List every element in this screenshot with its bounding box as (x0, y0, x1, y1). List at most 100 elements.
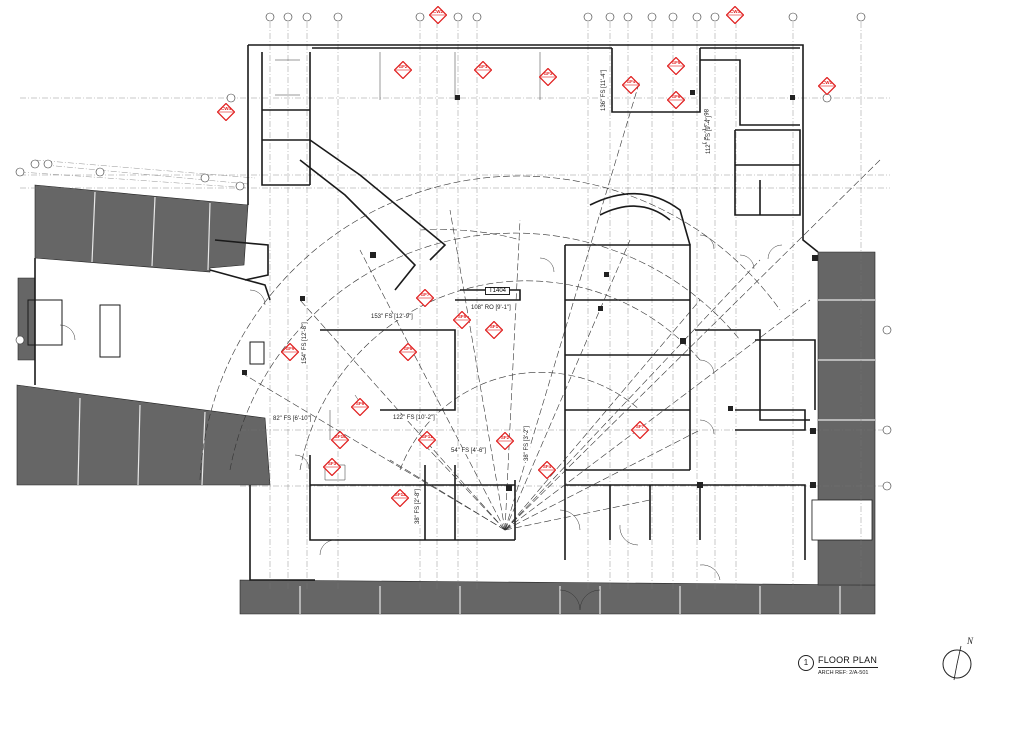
camera-tag-icon (280, 342, 300, 362)
camera-tag-icon (495, 431, 515, 451)
grid-bubble (623, 12, 633, 22)
camera-tag: GF3 (538, 67, 558, 87)
camera-tag-icon (322, 457, 342, 477)
dimension-label-10: 112" FS [9'-4"] (706, 115, 712, 155)
camera-tag-label: GF3 (543, 71, 553, 76)
adjacent-space-lower-left (16, 384, 271, 486)
dimension-label-7: 38" FS [3'-2"] (524, 424, 530, 462)
camera-tag-icon (415, 288, 435, 308)
camera-tag-icon (666, 90, 686, 110)
camera-tag: SF4 (537, 460, 557, 480)
grid-bubble (333, 12, 343, 22)
grid-bubble (710, 12, 720, 22)
detail-lines (59, 52, 783, 611)
camera-tag-label: CW1 (822, 80, 832, 85)
camera-tag-label: CW4 (221, 106, 231, 111)
title-underline (818, 667, 878, 668)
grid-bubble (235, 181, 245, 191)
adjacent-space-upper-left (34, 184, 249, 273)
grid-bubble (15, 167, 25, 177)
camera-tag: GF7 (415, 288, 435, 308)
camera-tag: SF2 (495, 431, 515, 451)
camera-tag-label: GF10 (334, 434, 346, 439)
arch-reference: ARCH REF: 2/A-501 (818, 670, 869, 676)
grid-bubble (283, 12, 293, 22)
grid-bubble (882, 481, 892, 491)
drawing-number-bubble: 1 (798, 655, 814, 671)
camera-tag: CW3 (725, 5, 745, 25)
camera-tag: SF7 (630, 420, 650, 440)
drawing-title: FLOOR PLAN (818, 655, 878, 665)
camera-tag: CW2 (428, 5, 448, 25)
camera-tag-label: GF8 (403, 346, 413, 351)
camera-tag-icon (473, 60, 493, 80)
adjacent-space-bottom (239, 579, 876, 615)
camera-tag-icon (330, 430, 350, 450)
grid-bubble (226, 93, 236, 103)
camera-tag: CW4 (216, 102, 236, 122)
camera-tag-label: GF12 (394, 492, 406, 497)
camera-tag-icon (428, 5, 448, 25)
camera-tag-icon (350, 397, 370, 417)
grid-line-diag (34, 159, 256, 179)
camera-tag-label: GF5 (671, 60, 681, 65)
grid-bubble (692, 12, 702, 22)
camera-tag-label: SF1 (489, 324, 499, 329)
grid-bubble (265, 12, 275, 22)
dimension-label-11: 38" FS [2'-8"] (415, 487, 421, 525)
camera-tag-label: GF7 (420, 292, 430, 297)
dimension-label-2: 108" RO [9'-1"] (470, 305, 512, 311)
camera-tag-label: GF2 (398, 64, 408, 69)
camera-tag: GF2 (393, 60, 413, 80)
adjacent-spaces (16, 184, 876, 615)
camera-tag-icon (630, 420, 650, 440)
fixtures (242, 90, 818, 491)
grid-bubble (583, 12, 593, 22)
camera-tag-icon (666, 56, 686, 76)
camera-tag-label: GF1 (478, 64, 488, 69)
camera-tag-label: SF2 (500, 435, 510, 440)
grid-line-diag (44, 164, 249, 185)
camera-tag-icon (484, 320, 504, 340)
camera-tag-icon (393, 60, 413, 80)
grid-bubble (882, 425, 892, 435)
camera-tag: SF1 (484, 320, 504, 340)
camera-tag-label: SF5 (457, 314, 467, 319)
camera-tag-icon (417, 430, 437, 450)
camera-tag: GF4 (621, 75, 641, 95)
camera-tag-icon (538, 67, 558, 87)
dimension-label-3: 154" FS [12'-8"] (302, 321, 308, 365)
camera-tag: GF10 (330, 430, 350, 450)
camera-tag-label: SF3 (327, 461, 337, 466)
family-room (811, 499, 873, 541)
camera-tag-label: GF6 (671, 94, 681, 99)
grid-bubble (605, 12, 615, 22)
adjacent-space-left-strip (17, 277, 36, 361)
camera-tag-icon (817, 76, 837, 96)
camera-tag: CW1 (817, 76, 837, 96)
camera-tag: SF6 (350, 397, 370, 417)
grid-bubble (15, 335, 25, 345)
grid-bubble (856, 12, 866, 22)
dimension-label-1: 153" FS [12'-9"] (370, 314, 414, 320)
grid-line-diag (19, 171, 251, 189)
camera-tag-label: GF11 (421, 434, 433, 439)
camera-tag: GF12 (390, 488, 410, 508)
main-walls (27, 44, 819, 581)
grid-bubble (43, 159, 53, 169)
camera-tag-icon (452, 310, 472, 330)
camera-tag: GF8 (398, 342, 418, 362)
adjacent-partitions (77, 191, 875, 614)
grid-bubble (668, 12, 678, 22)
grid-bubble (472, 12, 482, 22)
dimension-label-5: 122" FS [10'-2"] (392, 415, 436, 421)
grid-bubble (453, 12, 463, 22)
camera-tag: SF3 (322, 457, 342, 477)
camera-tag: GF11 (417, 430, 437, 450)
camera-tag-label: CW3 (730, 9, 740, 14)
camera-tag-icon (621, 75, 641, 95)
camera-tag: GF5 (666, 56, 686, 76)
north-label: N (967, 636, 974, 646)
grid-bubble (882, 325, 892, 335)
camera-tag: SF5 (452, 310, 472, 330)
